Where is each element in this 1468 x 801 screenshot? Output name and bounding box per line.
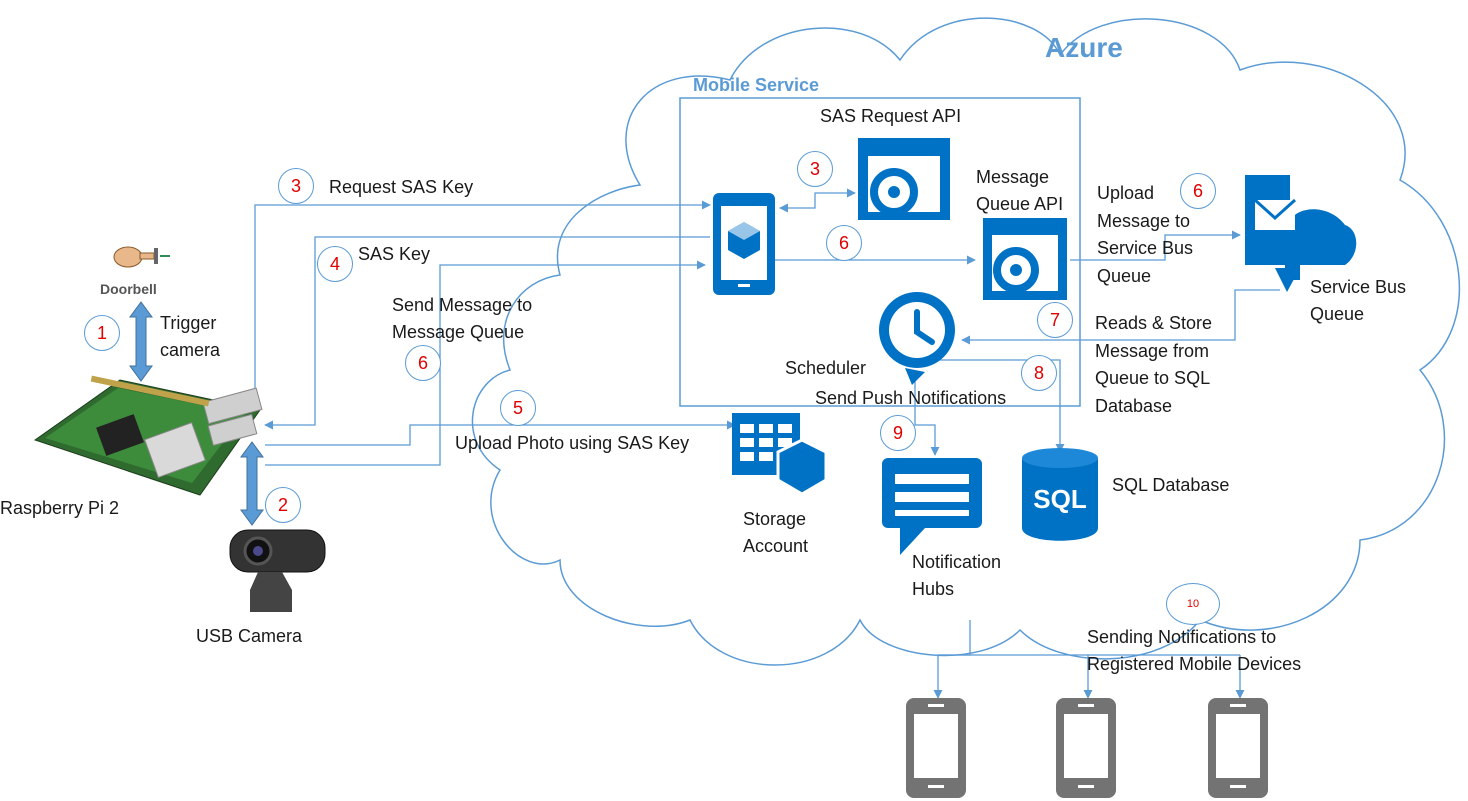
edge-sas-api bbox=[779, 188, 856, 213]
raspberry-pi-icon bbox=[33, 375, 263, 496]
connectors bbox=[254, 188, 1280, 699]
edge-sas-key bbox=[264, 236, 710, 430]
step-10-badge: 10 bbox=[1166, 583, 1220, 625]
scheduler-label: Scheduler bbox=[785, 358, 867, 378]
sas-key-label: SAS Key bbox=[358, 244, 431, 264]
sql-database-label: SQL Database bbox=[1112, 475, 1230, 495]
edge-service-bus bbox=[1070, 230, 1241, 261]
step-6-bus-badge: 6 bbox=[1180, 173, 1216, 209]
mobile-device-icon bbox=[1056, 698, 1116, 798]
notification-hubs-label: Notification Hubs bbox=[912, 552, 1002, 599]
step-5-badge: 5 bbox=[500, 390, 536, 426]
camera-usb-arrow bbox=[240, 441, 264, 526]
doorbell-icon bbox=[113, 246, 170, 268]
request-sas-key-label: Request SAS Key bbox=[329, 177, 474, 197]
step-1-badge: 1 bbox=[84, 315, 120, 351]
sas-request-api-label: SAS Request API bbox=[820, 106, 962, 126]
edge-upload-photo bbox=[265, 420, 736, 446]
mobile-device-icon bbox=[906, 698, 966, 798]
sas-request-api-icon bbox=[858, 138, 950, 220]
notification-hubs-icon bbox=[882, 458, 982, 555]
service-bus-queue-icon bbox=[1245, 175, 1357, 292]
edge-push bbox=[914, 375, 940, 456]
step-3-badge: 3 bbox=[278, 168, 314, 204]
reads-store-label: Reads & Store Message from Queue to SQL … bbox=[1095, 313, 1213, 416]
message-queue-api-icon bbox=[983, 218, 1067, 300]
mobile-service-box bbox=[679, 97, 1081, 407]
raspberry-pi-label: Raspberry Pi 2 bbox=[0, 498, 120, 518]
storage-account-label: Storage Account bbox=[743, 509, 809, 556]
step-4-badge: 4 bbox=[317, 246, 353, 282]
edge-reads-store bbox=[961, 289, 1280, 345]
step-7-badge: 7 bbox=[1037, 302, 1073, 338]
send-message-label: Send Message to Message Queue bbox=[392, 295, 533, 342]
mobile-app-icon bbox=[713, 193, 775, 295]
step-8-badge: 8 bbox=[1021, 355, 1057, 391]
upload-message-label: Upload Message to Service Bus Queue bbox=[1097, 183, 1194, 286]
sql-database-icon: SQL bbox=[1022, 448, 1098, 541]
step-6-api-badge: 6 bbox=[826, 225, 862, 261]
message-queue-api-label: Message Queue API bbox=[976, 167, 1064, 214]
doorbell-label: Doorbell bbox=[100, 281, 157, 297]
step-9-badge: 9 bbox=[880, 415, 916, 451]
step-3-api-badge: 3 bbox=[797, 151, 833, 187]
scheduler-icon bbox=[879, 292, 955, 385]
upload-photo-label: Upload Photo using SAS Key bbox=[455, 433, 690, 453]
mobile-device-icon bbox=[1208, 698, 1268, 798]
azure-title: Azure bbox=[1045, 32, 1123, 63]
edge-scheduler-sql bbox=[935, 359, 1065, 453]
doorbell-trigger-arrow bbox=[129, 301, 153, 382]
mobile-service-title: Mobile Service bbox=[693, 75, 820, 95]
step-6-badge: 6 bbox=[405, 345, 441, 381]
usb-camera-label: USB Camera bbox=[196, 626, 303, 646]
step-2-badge: 2 bbox=[265, 487, 301, 523]
trigger-camera-label: Trigger camera bbox=[160, 313, 221, 360]
sending-notifications-label: Sending Notifications to Registered Mobi… bbox=[1087, 627, 1302, 674]
edge-request-sas-key bbox=[254, 200, 711, 395]
storage-account-icon bbox=[732, 413, 828, 496]
service-bus-queue-label: Service Bus Queue bbox=[1310, 277, 1407, 324]
usb-camera-icon bbox=[229, 529, 326, 612]
sql-icon-text: SQL bbox=[1033, 484, 1087, 514]
send-push-label: Send Push Notifications bbox=[815, 388, 1007, 408]
